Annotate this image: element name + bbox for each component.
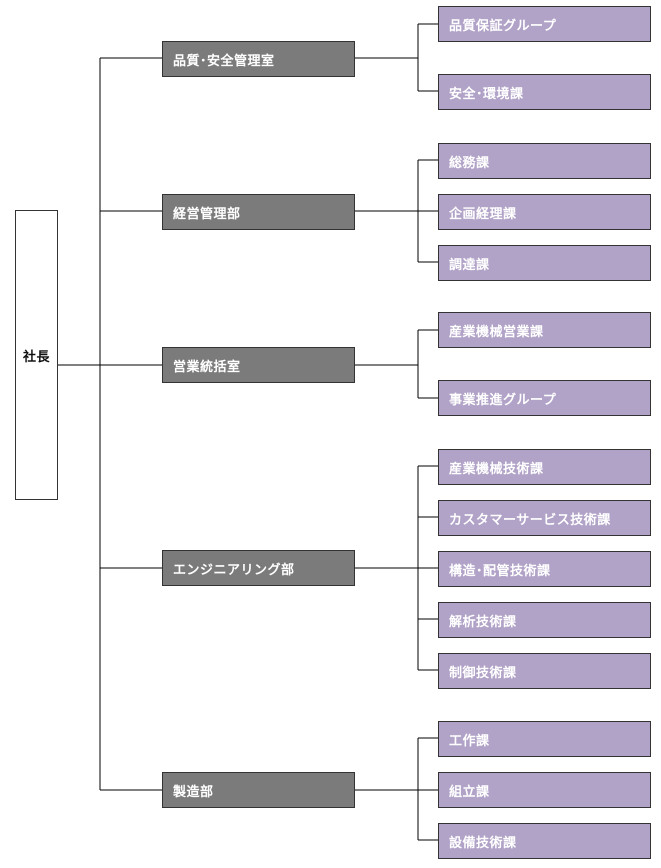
section-label: 安全･環境課 <box>449 86 524 102</box>
root-box-president: 社長 <box>15 210 58 500</box>
section-box: 調達課 <box>438 245 651 281</box>
section-box: 産業機械営業課 <box>438 312 651 348</box>
section-label: 産業機械技術課 <box>449 461 544 477</box>
section-box: 安全･環境課 <box>438 74 651 110</box>
dept-box-manufacturing: 製造部 <box>162 772 355 808</box>
section-box: 組立課 <box>438 772 651 808</box>
section-box: 総務課 <box>438 143 651 179</box>
section-box: 構造･配管技術課 <box>438 551 651 587</box>
section-box: 企画経理課 <box>438 194 651 230</box>
dept-label: 経営管理部 <box>173 206 241 222</box>
section-box: 設備技術課 <box>438 823 651 859</box>
section-box: 制御技術課 <box>438 653 651 689</box>
dept-label: 営業統括室 <box>173 359 241 375</box>
section-label: 総務課 <box>449 155 490 171</box>
section-label: 設備技術課 <box>449 835 517 851</box>
dept-label: 製造部 <box>173 784 214 800</box>
dept-label: エンジニアリング部 <box>173 562 295 578</box>
section-label: 構造･配管技術課 <box>449 563 551 579</box>
dept-box-management: 経営管理部 <box>162 194 355 230</box>
dept-box-quality-safety: 品質･安全管理室 <box>162 41 355 77</box>
root-label: 社長 <box>22 349 50 365</box>
section-box: 事業推進グループ <box>438 380 651 416</box>
dept-box-sales: 営業統括室 <box>162 347 355 383</box>
dept-label: 品質･安全管理室 <box>173 53 275 69</box>
section-label: 品質保証グループ <box>449 18 557 34</box>
section-box: 産業機械技術課 <box>438 449 651 485</box>
section-label: 事業推進グループ <box>449 392 557 408</box>
section-label: 制御技術課 <box>449 665 517 681</box>
section-box: カスタマーサービス技術課 <box>438 500 651 536</box>
section-box: 工作課 <box>438 721 651 757</box>
section-label: 工作課 <box>449 733 490 749</box>
section-box: 品質保証グループ <box>438 6 651 42</box>
section-label: カスタマーサービス技術課 <box>449 512 611 528</box>
section-box: 解析技術課 <box>438 602 651 638</box>
section-label: 組立課 <box>449 784 490 800</box>
dept-box-engineering: エンジニアリング部 <box>162 550 355 586</box>
section-label: 企画経理課 <box>449 206 517 222</box>
section-label: 産業機械営業課 <box>449 324 544 340</box>
section-label: 解析技術課 <box>449 614 517 630</box>
section-label: 調達課 <box>449 257 490 273</box>
